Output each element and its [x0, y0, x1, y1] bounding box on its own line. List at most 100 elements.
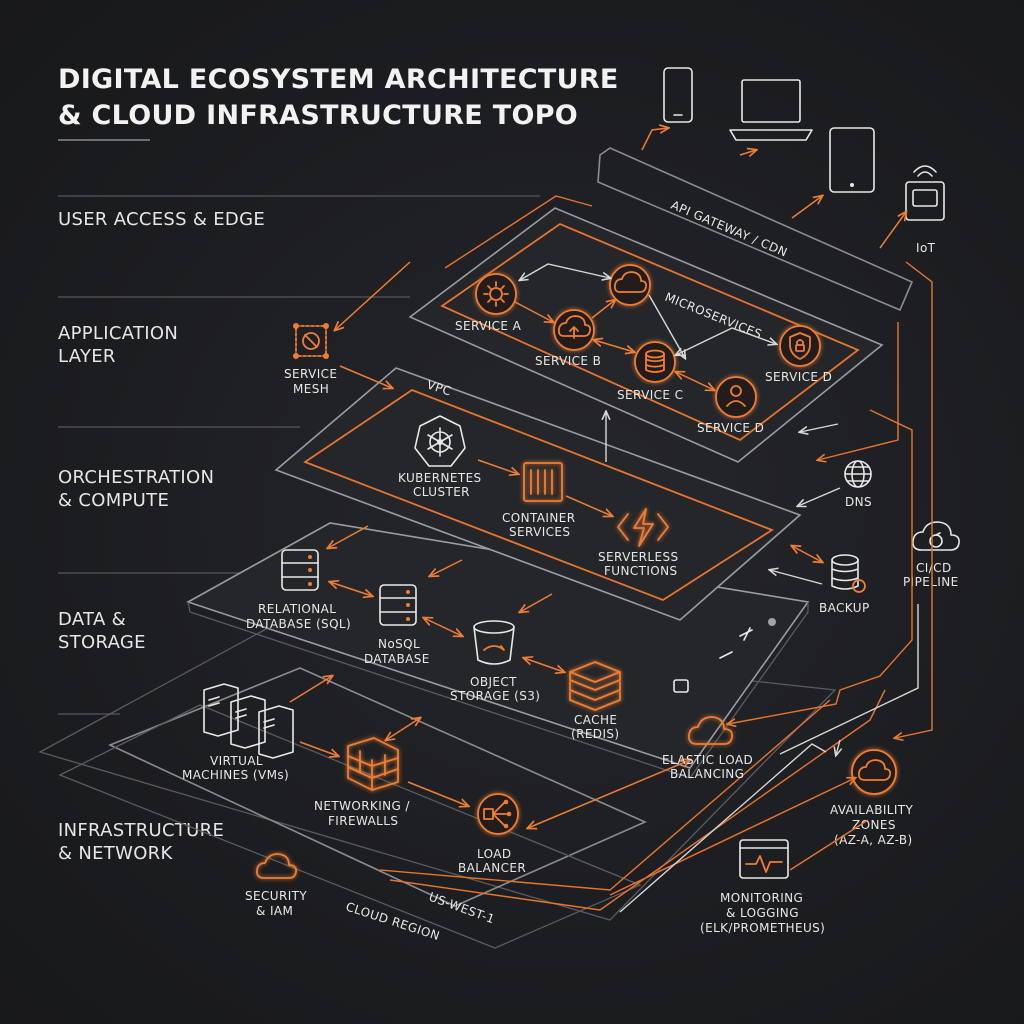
service-mesh-node[interactable]	[293, 323, 329, 359]
availability-zones-node[interactable]	[851, 749, 897, 795]
security-iam-node[interactable]	[255, 853, 298, 879]
iot-label: IoT	[916, 241, 936, 255]
title-line-2: & CLOUD INFRASTRUCTURE TOPO	[58, 100, 579, 131]
vm-label-2: MACHINES (VMs)	[182, 768, 289, 782]
dns-node[interactable]	[844, 460, 872, 488]
service-mesh-label-1: SERVICE	[284, 367, 337, 381]
dns-arrow	[798, 487, 841, 506]
relational-db-node[interactable]	[281, 549, 319, 591]
layer-label-data: DATA & STORAGE	[58, 608, 146, 654]
plate-tool-icons	[673, 618, 776, 693]
firewall-to-data-arrow	[386, 718, 420, 740]
s3-label-2: STORAGE (S3)	[450, 689, 540, 703]
service-c-node[interactable]	[634, 341, 676, 383]
iam-label-2: & IAM	[256, 904, 293, 918]
vpc-to-nosql-arrow	[430, 559, 463, 576]
elastic-lb-node[interactable]	[688, 716, 733, 745]
monitoring-label-3: (ELK/PROMETHEUS)	[700, 921, 825, 935]
layer-label-compute-line2: & COMPUTE	[58, 490, 170, 511]
nosql-label-2: DATABASE	[364, 652, 430, 666]
az-label-2: ZONES	[852, 818, 896, 832]
us-west-1-outline	[58, 704, 642, 949]
backup-label: BACKUP	[819, 601, 870, 615]
service-c-d-arrow	[676, 327, 776, 355]
lb-label-2: BALANCER	[458, 861, 526, 875]
az-label-3: (AZ-A, AZ-B)	[834, 833, 913, 847]
nosql-db-node[interactable]	[379, 584, 417, 626]
service-b-node[interactable]	[553, 309, 595, 351]
serverless-label-2: FUNCTIONS	[604, 564, 678, 578]
container-services-node[interactable]	[523, 462, 563, 502]
vm-label-1: VIRTUAL	[210, 754, 263, 768]
kubernetes-label-1: KUBERNETES	[398, 471, 482, 485]
virtual-machines-node[interactable]	[203, 683, 294, 759]
monitoring-node[interactable]	[739, 839, 789, 879]
cache-redis-node[interactable]	[569, 661, 621, 711]
us-west-1-label: US-WEST-1	[427, 890, 497, 927]
cloud-service-node[interactable]	[609, 264, 651, 306]
layer-label-application-line1: APPLICATION	[58, 323, 179, 344]
vpc-to-sql-arrow	[328, 525, 369, 548]
nosql-label-1: NoSQL	[378, 637, 420, 651]
container-label-1: CONTAINER	[502, 511, 575, 525]
kubernetes-node[interactable]	[414, 415, 466, 467]
region-orange-path	[379, 699, 831, 891]
az-down-arrow	[836, 739, 840, 755]
dns-label: DNS	[845, 495, 872, 509]
firewall-node[interactable]	[347, 737, 399, 791]
service-a-node[interactable]	[475, 273, 517, 315]
firewall-to-lb-arrow	[407, 781, 468, 806]
az-label-1: AVAILABILITY	[830, 803, 914, 817]
service-mesh-label-2: MESH	[293, 382, 329, 396]
object-storage-node[interactable]	[473, 620, 515, 665]
cicd-node[interactable]	[912, 521, 960, 551]
service-b-c-arrow	[594, 340, 634, 352]
s3-label-1: OBJECT	[470, 675, 517, 689]
k8s-to-container-arrow	[477, 459, 518, 474]
edge-arrow-tablet	[791, 196, 822, 219]
region-to-az-path	[609, 778, 855, 896]
service-b-cloud-arrow	[591, 300, 615, 319]
cicd-to-elb-path	[779, 604, 919, 755]
service-c-label: SERVICE C	[617, 388, 683, 402]
layer-label-application-line2: LAYER	[58, 346, 116, 367]
backup-node[interactable]	[831, 554, 866, 593]
edge-arrow-iot	[879, 212, 906, 249]
serverless-label-1: SERVERLESS	[598, 550, 679, 564]
application-plate	[408, 207, 884, 463]
load-balancer-node[interactable]	[477, 793, 519, 835]
cache-label-2: (REDIS)	[571, 727, 619, 741]
api-gateway-bar	[597, 147, 914, 312]
tablet-icon	[829, 127, 875, 193]
container-to-serverless-arrow	[565, 495, 612, 516]
mesh-to-vpc-arrow	[339, 365, 392, 388]
service-d-lock-node[interactable]	[779, 325, 821, 367]
service-d-user-node[interactable]	[715, 376, 757, 418]
elb-label-2: BALANCING	[670, 767, 744, 781]
layer-label-data-line2: STORAGE	[58, 632, 146, 653]
api-gateway-label: API GATEWAY / CDN	[669, 198, 790, 260]
lb-to-elb-arrow	[528, 760, 690, 828]
layer-label-data-line1: DATA &	[58, 609, 126, 630]
monitoring-label-2: & LOGGING	[726, 906, 799, 920]
layer-label-infra-line2: & NETWORK	[58, 843, 173, 864]
service-a-label: SERVICE A	[455, 319, 522, 333]
serverless-node[interactable]	[617, 508, 669, 547]
edge-arrow-phone	[641, 128, 668, 151]
s3-cache-arrow	[524, 658, 564, 672]
service-b-label: SERVICE B	[535, 354, 601, 368]
region-orange-path-2	[389, 689, 886, 911]
layer-label-edge-line1: USER ACCESS & EDGE	[58, 209, 265, 230]
firewall-label-2: FIREWALLS	[328, 814, 398, 828]
vm-to-firewall-arrow	[299, 741, 338, 756]
vpc-to-s3-arrow	[520, 593, 553, 612]
application-inner-outline	[440, 222, 860, 442]
cicd-label-2: PIPELINE	[903, 575, 959, 589]
nosql-s3-arrow	[424, 618, 462, 636]
monitoring-link-path	[619, 743, 827, 913]
layer-label-infra-line1: INFRASTRUCTURE	[58, 820, 225, 841]
layer-label-application: APPLICATION LAYER	[58, 322, 178, 368]
vm-to-data-arrow	[289, 676, 332, 703]
layer-label-infra: INFRASTRUCTURE & NETWORK	[58, 819, 224, 865]
